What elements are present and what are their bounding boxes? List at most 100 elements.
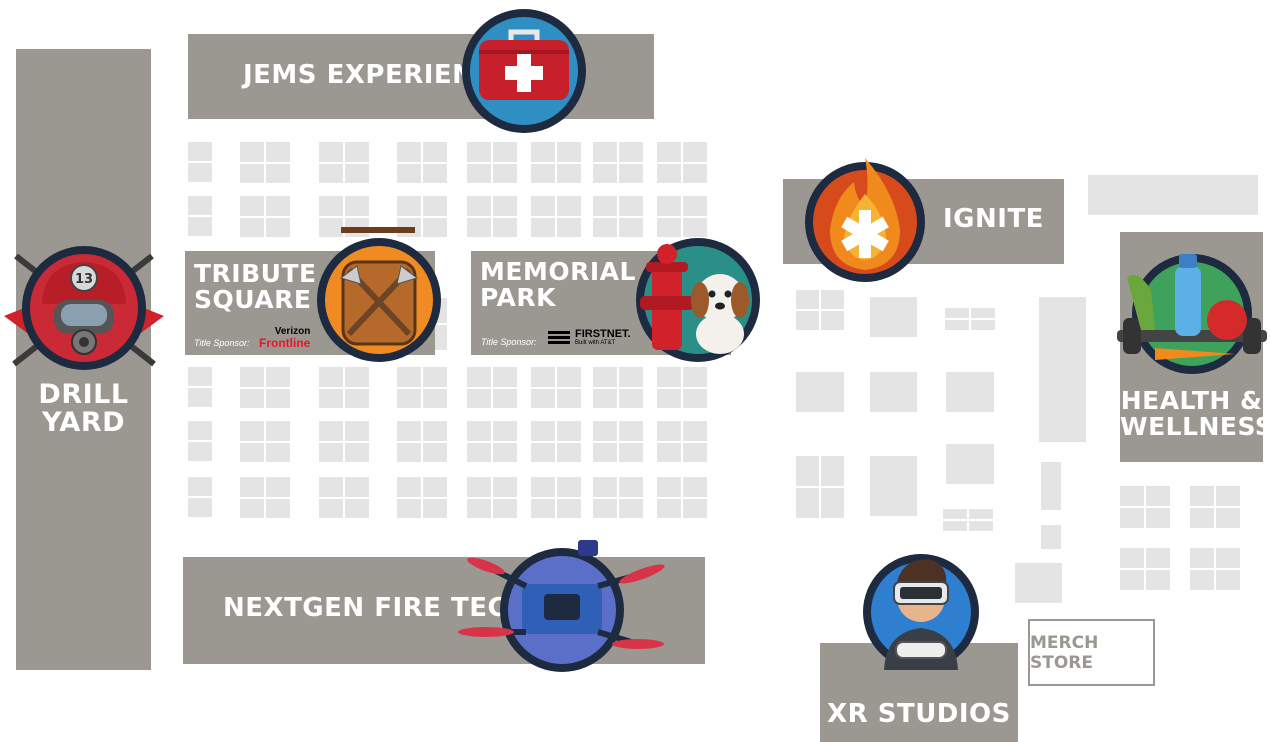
booth[interactable] — [531, 388, 555, 408]
booth[interactable] — [657, 196, 681, 216]
booth[interactable] — [683, 421, 707, 441]
booth[interactable] — [397, 498, 421, 518]
booth[interactable] — [531, 477, 555, 497]
booth[interactable] — [188, 421, 212, 440]
booth[interactable] — [493, 367, 517, 387]
booth[interactable] — [969, 509, 993, 519]
booth[interactable] — [423, 217, 447, 237]
booth[interactable] — [319, 367, 343, 387]
booth[interactable] — [240, 498, 264, 518]
booth[interactable] — [870, 372, 917, 412]
booth[interactable] — [345, 367, 369, 387]
booth[interactable] — [619, 217, 643, 237]
booth[interactable] — [945, 320, 969, 330]
booth[interactable] — [188, 498, 212, 517]
booth[interactable] — [1120, 570, 1144, 590]
booth[interactable] — [266, 142, 290, 162]
booth[interactable] — [319, 498, 343, 518]
booth[interactable] — [467, 142, 491, 162]
booth[interactable] — [683, 367, 707, 387]
booth[interactable] — [345, 388, 369, 408]
booth[interactable] — [821, 290, 844, 309]
booth[interactable] — [683, 196, 707, 216]
booth[interactable] — [240, 421, 264, 441]
verizon-frontline-logo[interactable]: Verizon Frontline — [259, 327, 310, 350]
booth[interactable] — [240, 217, 264, 237]
booth[interactable] — [619, 442, 643, 462]
booth[interactable] — [397, 388, 421, 408]
booth[interactable] — [423, 388, 447, 408]
booth[interactable] — [657, 163, 681, 183]
booth[interactable] — [796, 290, 819, 309]
booth[interactable] — [240, 477, 264, 497]
booth[interactable] — [619, 163, 643, 183]
booth[interactable] — [397, 196, 421, 216]
booth[interactable] — [240, 142, 264, 162]
booth[interactable] — [345, 142, 369, 162]
booth[interactable] — [619, 196, 643, 216]
booth[interactable] — [557, 142, 581, 162]
booth[interactable] — [319, 477, 343, 497]
booth[interactable] — [345, 421, 369, 441]
booth[interactable] — [1039, 297, 1086, 442]
booth[interactable] — [423, 163, 447, 183]
booth[interactable] — [657, 421, 681, 441]
booth[interactable] — [557, 421, 581, 441]
booth[interactable] — [345, 477, 369, 497]
booth[interactable] — [493, 498, 517, 518]
booth[interactable] — [240, 367, 264, 387]
booth[interactable] — [266, 388, 290, 408]
booth[interactable] — [870, 297, 917, 337]
booth[interactable] — [240, 196, 264, 216]
booth[interactable] — [240, 388, 264, 408]
booth[interactable] — [593, 477, 617, 497]
booth[interactable] — [557, 477, 581, 497]
booth[interactable] — [796, 311, 819, 330]
booth[interactable] — [397, 477, 421, 497]
booth[interactable] — [657, 142, 681, 162]
booth[interactable] — [1041, 525, 1061, 549]
booth[interactable] — [266, 477, 290, 497]
booth[interactable] — [266, 196, 290, 216]
booth[interactable] — [531, 217, 555, 237]
booth[interactable] — [683, 477, 707, 497]
booth[interactable] — [397, 367, 421, 387]
booth[interactable] — [593, 367, 617, 387]
booth[interactable] — [946, 444, 994, 484]
booth[interactable] — [188, 367, 212, 386]
booth[interactable] — [796, 456, 819, 486]
booth[interactable] — [266, 367, 290, 387]
booth[interactable] — [1146, 486, 1170, 506]
booth[interactable] — [683, 498, 707, 518]
booth[interactable] — [683, 442, 707, 462]
booth[interactable] — [240, 163, 264, 183]
booth[interactable] — [619, 367, 643, 387]
booth[interactable] — [593, 388, 617, 408]
booth[interactable] — [1216, 570, 1240, 590]
booth[interactable] — [657, 477, 681, 497]
booth[interactable] — [188, 442, 212, 461]
booth[interactable] — [345, 498, 369, 518]
booth[interactable] — [1015, 563, 1062, 603]
booth[interactable] — [531, 163, 555, 183]
booth[interactable] — [345, 196, 369, 216]
booth[interactable] — [619, 142, 643, 162]
booth[interactable] — [796, 488, 819, 518]
booth[interactable] — [319, 217, 343, 237]
booth[interactable] — [319, 142, 343, 162]
booth[interactable] — [593, 442, 617, 462]
booth[interactable] — [557, 498, 581, 518]
booth[interactable] — [1146, 570, 1170, 590]
booth[interactable] — [971, 308, 995, 318]
booth[interactable] — [1190, 570, 1214, 590]
booth[interactable] — [467, 217, 491, 237]
firstnet-logo[interactable]: FIRSTNET. Built with AT&T — [575, 329, 631, 347]
booth[interactable] — [1120, 486, 1144, 506]
booth[interactable] — [188, 217, 212, 236]
booth[interactable] — [619, 477, 643, 497]
booth[interactable] — [593, 163, 617, 183]
booth[interactable] — [557, 388, 581, 408]
booth[interactable] — [531, 421, 555, 441]
booth[interactable] — [493, 142, 517, 162]
booth[interactable] — [188, 196, 212, 215]
